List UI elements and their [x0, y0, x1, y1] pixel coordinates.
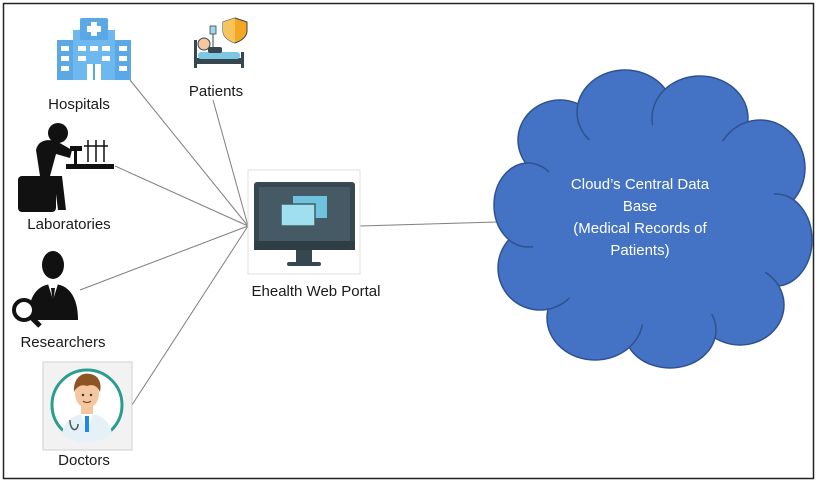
- hospital-building-icon: [57, 18, 131, 80]
- node-portal: Ehealth Web Portal: [247, 169, 381, 300]
- cloud-label-line-4: Patients): [610, 242, 669, 259]
- cloud-label-line-1: Cloud’s Central Data: [571, 176, 710, 193]
- desktop-monitor-icon: [254, 182, 355, 266]
- cloud-label-line-2: Base: [623, 198, 657, 215]
- connector-laboratories-portal: [114, 165, 249, 227]
- node-doctors: Doctors: [42, 361, 133, 469]
- node-cloud: Cloud’s Central Data Base (Medical Recor…: [493, 69, 813, 369]
- connector-doctors-portal: [131, 225, 249, 406]
- connector-portal-cloud: [359, 221, 498, 227]
- node-hospitals: Hospitals: [48, 18, 131, 113]
- connector-researchers-portal: [79, 225, 249, 291]
- patients-label: Patients: [189, 83, 243, 100]
- patient-in-bed-icon: [194, 17, 248, 68]
- connectors: [79, 79, 498, 406]
- doctor-avatar-icon: [50, 368, 124, 442]
- node-patients: Patients: [189, 17, 248, 100]
- node-researchers: Researchers: [12, 251, 106, 351]
- portal-label: Ehealth Web Portal: [252, 283, 381, 300]
- doctors-label: Doctors: [58, 452, 110, 469]
- laboratories-label: Laboratories: [27, 216, 110, 233]
- researcher-magnifier-icon: [12, 251, 78, 328]
- connector-patients-portal: [212, 99, 249, 227]
- node-laboratories: Laboratories: [18, 123, 114, 233]
- cloud-label-line-3: (Medical Records of: [573, 220, 707, 237]
- connector-hospitals-portal: [129, 79, 249, 227]
- lab-researcher-microscope-icon: [18, 123, 114, 212]
- hospitals-label: Hospitals: [48, 96, 110, 113]
- researchers-label: Researchers: [20, 334, 105, 351]
